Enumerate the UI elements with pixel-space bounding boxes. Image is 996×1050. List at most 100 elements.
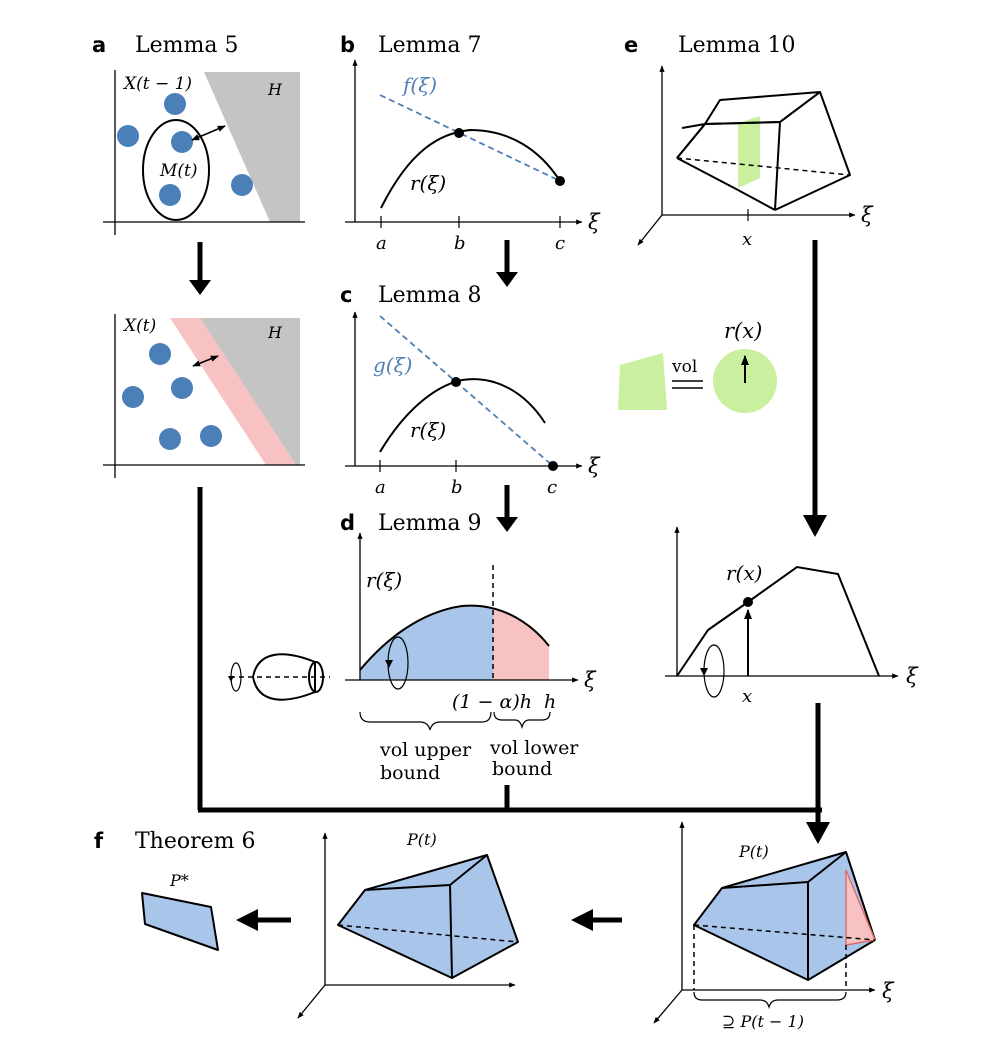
label-r-xi: r(ξ) [366,568,402,592]
brace-upper [359,711,492,731]
panel-title-d: Lemma 9 [378,511,481,536]
tick-label-x: x [742,229,752,250]
point [171,377,193,399]
endpoint [548,461,558,471]
p-star-label: P* [169,871,189,890]
flow-arrowhead [496,272,518,287]
distance-arrow [192,355,219,367]
lower-bound-region [493,608,549,680]
panel-letter-f: f [94,829,104,853]
rotation-icon [703,644,725,698]
z-axis [637,214,663,246]
axis-label-xi: ξ [588,454,601,478]
halfspace-region [200,318,300,465]
label-f-xi: f(ξ) [401,73,437,97]
point [122,386,144,408]
curve-r-xi [380,128,561,209]
tick-label-c: c [555,233,565,254]
panel-title-c: Lemma 8 [378,283,481,308]
rotation-arrowhead [385,660,393,668]
axis-label-xi: ξ [861,203,874,227]
tick-label-x-lower: x [742,686,752,707]
subset-label: M(t) [159,161,198,181]
panel-title-a: Lemma 5 [135,33,238,58]
axis-label-xi-right: ξ [882,979,895,1003]
panel-f: f Theorem 6 P* P(t) ξ [94,821,895,1031]
lemma5-top-plot: X(t − 1) H M(t) [103,70,305,235]
linear-function-f [379,94,561,182]
shifted-band [170,318,296,465]
superset-brace [693,991,847,1010]
tick-label-1-alpha-h: (1 − α)h [452,691,532,713]
panel-letter-a: a [92,33,106,57]
axis-label-xi-lower: ξ [906,664,919,688]
panel-letter-c: c [340,283,352,307]
halfspace-label-top: H [267,80,283,99]
vol-upper-line2: bound [380,762,440,784]
tick-label-b: b [451,477,463,498]
label-g-xi: g(ξ) [373,353,412,377]
p-t-polytope-right [693,851,876,981]
connector-arrowhead [806,822,830,844]
panel-title-f: Theorem 6 [135,829,256,854]
p-t-right-plot: ξ P(t) ⊇ P(t − 1) [653,821,895,1031]
point [149,343,171,365]
label-r-xi: r(ξ) [410,418,446,442]
tick-label-b: b [454,233,466,254]
distance-arrow [191,125,226,141]
point [200,425,222,447]
halfspace-region [204,72,300,222]
point [117,125,139,147]
polytope-wireframe [676,91,851,211]
green-slice [618,353,667,410]
flow-arrowhead [236,909,258,931]
point [171,131,193,153]
tick-label-a: a [376,233,387,254]
panel-letter-d: d [340,511,355,535]
lemma5-bottom-plot: X(t) H [103,314,305,478]
tick-label-c: c [547,477,557,498]
intersection-point [454,128,464,138]
linear-function-g [379,315,554,467]
lemma10-radius-plot: r(x) x ξ [665,526,919,707]
intersection-point [451,377,461,387]
flow-arrowhead [803,515,827,537]
set-label-bottom: X(t) [122,316,156,336]
subset-ellipse [142,119,210,221]
rotation-arrowhead [700,668,708,676]
panel-d: d Lemma 9 r(ξ) ξ (1 − α)h h vol upper bo… [228,511,597,784]
curve-r-xi [359,604,550,671]
radius-profile [676,565,880,677]
panel-title-b: Lemma 7 [378,33,481,58]
endpoint [555,176,565,186]
p-t-middle-plot: P(t) [297,830,519,1019]
p-t-polytope [337,854,519,979]
curve-r-xi [379,378,546,453]
solid-of-revolution-icon [228,653,330,701]
halfspace-label-bottom: H [267,323,283,342]
upper-bound-region [360,605,493,680]
panel-c: c Lemma 8 ξ a b c g(ξ) r(ξ) [340,283,601,498]
cut-region [845,869,876,946]
point [231,174,253,196]
green-cross-section [738,116,760,188]
connectors [197,487,830,844]
panel-a: a Lemma 5 X(t − 1) H M(t) X(t) [92,33,305,478]
point [164,93,186,115]
vol-label: vol [671,357,697,377]
p-t-label-right: P(t) [738,842,769,861]
panel-title-e: Lemma 10 [678,33,795,58]
set-label-top: X(t − 1) [122,74,192,94]
brace-lower [493,711,551,730]
panel-b: b Lemma 7 ξ a b c f(ξ) r(ξ) [340,33,601,254]
superset-label: ⊇ P(t − 1) [722,1012,804,1031]
axis-label-xi: ξ [588,210,601,234]
panel-e: e Lemma 10 ξ x vol r(x) [618,33,919,707]
radius-point [743,597,753,607]
p-t-label-mid: P(t) [406,830,437,849]
flow-arrowhead [571,909,593,931]
label-r-xi: r(ξ) [410,171,446,195]
flow-arrowhead [189,280,211,295]
p-star-polygon [141,892,219,951]
